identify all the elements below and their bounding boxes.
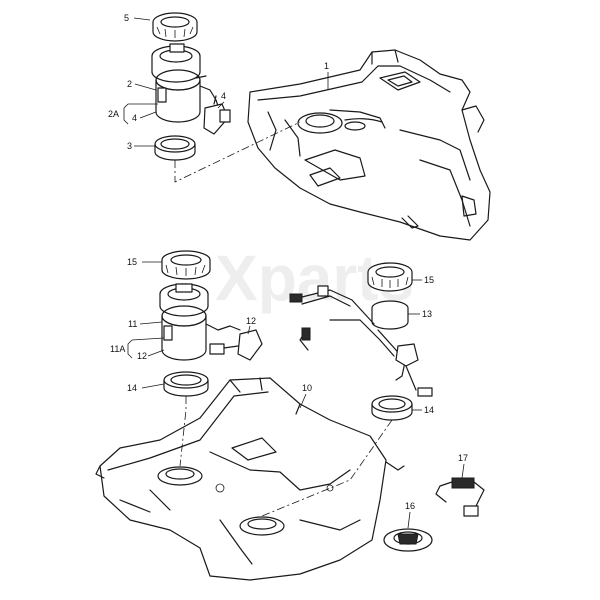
fuel-delivery-unit-lower[interactable] bbox=[159, 283, 241, 361]
callout-12-a: 12 bbox=[246, 316, 256, 335]
callout-15-right: 15 bbox=[412, 275, 434, 285]
svg-text:2A: 2A bbox=[108, 109, 119, 119]
callout-11: 11 bbox=[128, 319, 163, 329]
callout-13: 13 bbox=[408, 309, 432, 319]
seal-ring-upper[interactable] bbox=[154, 135, 196, 161]
fuel-level-sender-lower[interactable] bbox=[209, 329, 263, 361]
locking-ring-top[interactable] bbox=[152, 12, 198, 42]
wiring-connector[interactable] bbox=[435, 477, 485, 517]
callout-2a: 2A bbox=[108, 103, 158, 125]
svg-text:13: 13 bbox=[422, 309, 432, 319]
callout-4b: 4 bbox=[132, 111, 157, 123]
callout-10: 10 bbox=[299, 383, 312, 409]
svg-text:1: 1 bbox=[324, 61, 329, 71]
callout-14-right: 14 bbox=[412, 405, 434, 415]
svg-text:11: 11 bbox=[128, 319, 137, 329]
fuel-level-sender-upper[interactable] bbox=[203, 95, 231, 135]
svg-text:4: 4 bbox=[221, 91, 226, 101]
callout-3: 3 bbox=[127, 141, 155, 151]
assembly-line-lower-left bbox=[179, 396, 187, 467]
cover-plate[interactable] bbox=[383, 528, 433, 552]
svg-text:15: 15 bbox=[424, 275, 434, 285]
callout-16: 16 bbox=[405, 501, 415, 529]
svg-text:12: 12 bbox=[137, 351, 147, 361]
locking-ring-right[interactable] bbox=[367, 262, 413, 292]
svg-text:12: 12 bbox=[246, 316, 256, 326]
svg-text:14: 14 bbox=[127, 383, 137, 393]
fuel-delivery-unit-upper[interactable] bbox=[151, 43, 219, 123]
seal-ring-right[interactable] bbox=[371, 395, 413, 421]
fuel-tank-lower[interactable] bbox=[95, 377, 405, 581]
seal-ring-left[interactable] bbox=[163, 371, 209, 397]
callout-12-b: 12 bbox=[137, 349, 165, 361]
svg-text:2: 2 bbox=[127, 79, 132, 89]
svg-text:14: 14 bbox=[424, 405, 434, 415]
callout-5: 5 bbox=[124, 13, 151, 23]
svg-text:11A: 11A bbox=[110, 344, 125, 354]
assembly-line-upper bbox=[174, 121, 301, 183]
svg-text:3: 3 bbox=[127, 141, 132, 151]
callout-2: 2 bbox=[127, 79, 157, 91]
svg-text:4: 4 bbox=[132, 113, 137, 123]
fuel-tank-upper[interactable] bbox=[247, 49, 491, 241]
callout-14-left: 14 bbox=[127, 383, 165, 393]
callout-1: 1 bbox=[324, 61, 329, 90]
fuel-pump-right[interactable] bbox=[289, 285, 433, 397]
callout-11a: 11A bbox=[110, 337, 165, 359]
svg-text:17: 17 bbox=[458, 453, 468, 463]
svg-text:16: 16 bbox=[405, 501, 415, 511]
callout-17: 17 bbox=[458, 453, 468, 479]
locking-ring-left[interactable] bbox=[161, 250, 211, 280]
svg-text:15: 15 bbox=[127, 257, 137, 267]
callout-15-left: 15 bbox=[127, 257, 162, 267]
svg-text:5: 5 bbox=[124, 13, 129, 23]
svg-text:10: 10 bbox=[302, 383, 312, 393]
callout-4a: 4 bbox=[217, 91, 226, 109]
